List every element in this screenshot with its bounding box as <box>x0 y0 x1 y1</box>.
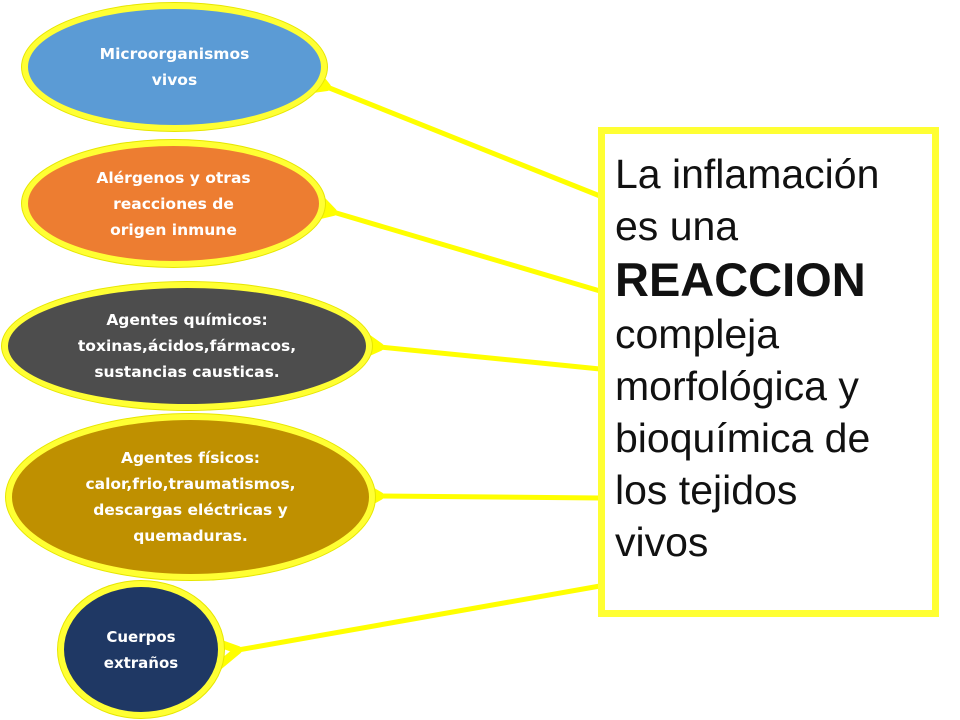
cause-foreign-bodies: Cuerpos extraños <box>58 581 224 718</box>
cause-physical-agents: Agentes físicos: calor,frio,traumatismos… <box>6 414 375 580</box>
arrow-to-microorganisms <box>283 51 601 199</box>
definition-line-7: los tejidos <box>615 467 798 513</box>
cause-allergens: Alérgenos y otras reacciones de origen i… <box>22 140 325 267</box>
arrow-to-foreign-bodies <box>196 583 601 680</box>
cause-microorganisms: Microorganismos vivos <box>22 3 327 131</box>
definition-keyword: REACCION <box>615 253 866 306</box>
arrow-to-physical <box>340 471 601 520</box>
cause-allergens-label: Alérgenos y otras reacciones de origen i… <box>96 168 251 239</box>
definition-line-8: vivos <box>615 519 709 565</box>
definition-line-2: es una <box>615 203 739 249</box>
definition-line-6: bioquímica de <box>615 415 871 461</box>
arrow-to-chemical <box>339 319 601 372</box>
definition-line-1: La inflamación <box>615 151 880 197</box>
definition-line-4: compleja <box>615 311 780 357</box>
cause-chemical-agents-label: Agentes químicos: toxinas,ácidos,fármaco… <box>77 311 297 381</box>
cause-chemical-agents: Agentes químicos: toxinas,ácidos,fármaco… <box>2 282 372 410</box>
cause-microorganisms-label: Microorganismos vivos <box>99 45 250 89</box>
definition-line-5: morfológica y <box>615 363 859 409</box>
definition-box: La inflamación es una REACCION compleja … <box>598 127 939 617</box>
cause-foreign-bodies-label: Cuerpos extraños <box>103 627 179 672</box>
arrow-to-allergens <box>289 178 601 294</box>
cause-physical-agents-label: Agentes físicos: calor,frio,traumatismos… <box>85 449 296 545</box>
